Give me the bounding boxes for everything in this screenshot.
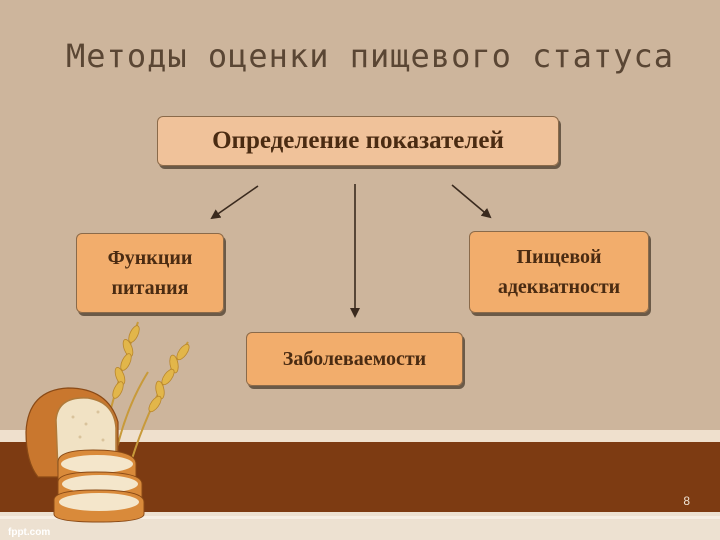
node-main: Определение показателей [157, 116, 559, 166]
footer-band-light [0, 430, 720, 442]
footer-band-line [0, 516, 720, 519]
arrow-to-right-node [451, 184, 492, 219]
node-left-line2: питания [111, 277, 189, 299]
node-left-line1: Функции [107, 247, 193, 269]
brand-label: fppt.com [8, 527, 51, 538]
bread-icon [25, 387, 145, 523]
node-center: Заболеваемости [246, 332, 463, 386]
bread-wheat-illustration [25, 321, 190, 523]
node-main-label: Определение показателей [212, 127, 504, 154]
node-right: Пищевой адекватности [469, 231, 649, 313]
node-center-label: Заболеваемости [282, 347, 427, 370]
arrow-to-left-node [210, 185, 259, 220]
page-number: 8 [683, 494, 690, 508]
node-right-line1: Пищевой [516, 246, 602, 268]
slide-title: Методы оценки пищевого статуса [66, 37, 674, 75]
node-right-line2: адекватности [497, 276, 621, 298]
node-left: Функции питания [76, 233, 224, 313]
